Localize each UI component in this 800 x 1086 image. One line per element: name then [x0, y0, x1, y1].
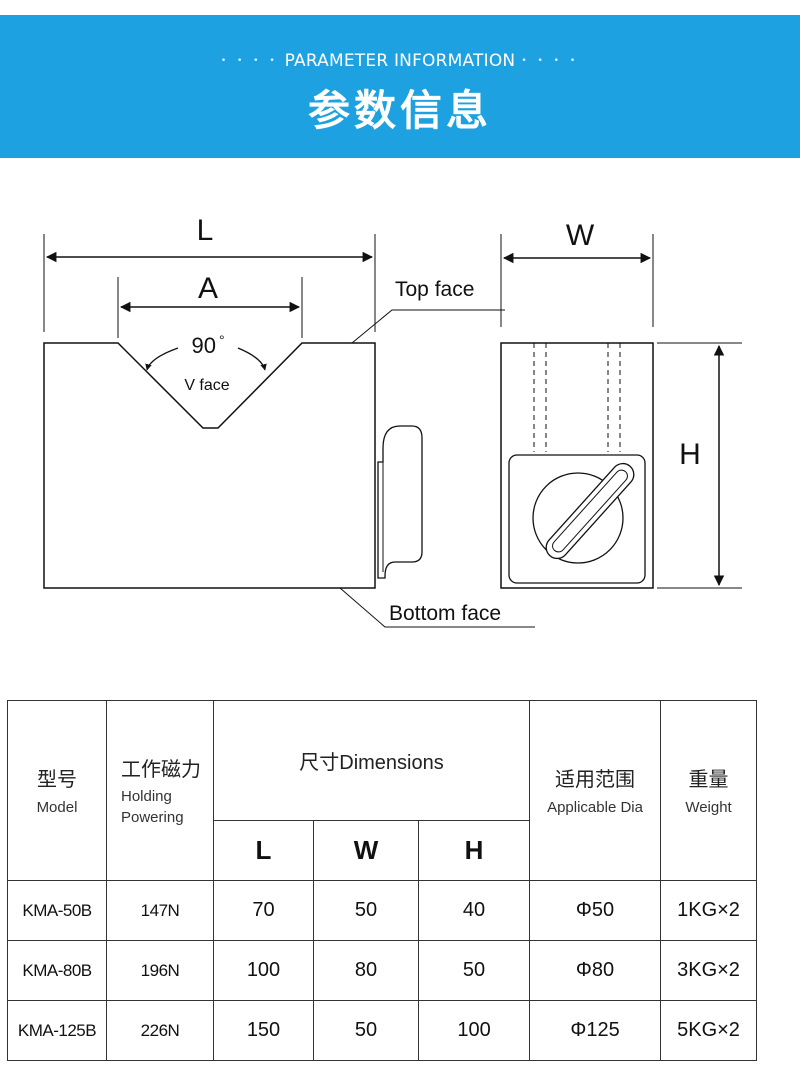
- angle-arc-left: [145, 347, 179, 371]
- angle-value: 90°: [191, 332, 224, 358]
- table-header-row: 型号 Model 工作磁力 Holding Powering 尺寸Dimensi…: [7, 700, 758, 881]
- header-dia-cn: 适用范围: [555, 769, 636, 791]
- header-model: 型号 Model: [7, 700, 107, 881]
- label-H: H: [679, 438, 701, 471]
- banner-title: 参数信息: [307, 86, 492, 135]
- header-dia-en: Applicable Dia: [547, 799, 643, 816]
- label-A: A: [198, 272, 218, 305]
- cell-force: 226N: [106, 1000, 214, 1061]
- header-model-cn: 型号: [37, 769, 77, 791]
- header-weight-cn: 重量: [688, 769, 729, 791]
- front-view: L A 90° V face Top face Bottom face: [43, 214, 535, 628]
- switch-knob-side: [377, 425, 423, 579]
- cell-dia: Φ125: [529, 1000, 662, 1061]
- cell-model: KMA-50B: [7, 880, 107, 941]
- cell-L: 150: [213, 1000, 314, 1061]
- cell-H: 50: [417, 940, 531, 1001]
- header-dimensions-label: 尺寸Dimensions: [299, 752, 444, 774]
- header-W: W: [313, 820, 419, 881]
- cell-dia: Φ80: [529, 940, 662, 1001]
- header-weight-en: Weight: [685, 799, 732, 816]
- header-model-en: Model: [36, 799, 78, 816]
- cell-H: 40: [417, 880, 531, 941]
- v-block-body: [43, 342, 376, 589]
- cell-weight: 5KG×2: [660, 1000, 758, 1061]
- cell-L: 70: [213, 880, 314, 941]
- table-row: KMA-125B 226N 150 50 100 Φ125 5KG×2: [7, 1000, 758, 1061]
- header-force-en-line1: Holding: [121, 788, 172, 805]
- cell-W: 50: [313, 1000, 419, 1061]
- hidden-lines: [533, 343, 621, 452]
- header-H: H: [417, 820, 531, 881]
- header-force-cn: 工作磁力: [121, 759, 201, 781]
- cell-force: 196N: [106, 940, 214, 1001]
- cell-weight: 3KG×2: [660, 940, 758, 1001]
- side-view: W H: [500, 219, 742, 589]
- banner-subtitle: PARAMETER INFORMATION: [284, 51, 516, 71]
- cell-force: 147N: [106, 880, 214, 941]
- header-dimensions: 尺寸Dimensions: [212, 700, 531, 821]
- label-W: W: [566, 219, 595, 252]
- cell-dia: Φ50: [529, 880, 662, 941]
- table-row: KMA-50B 147N 70 50 40 Φ50 1KG×2: [7, 880, 758, 941]
- magnetic-v-block-diagram: L A 90° V face Top face Bottom face W: [43, 214, 742, 628]
- header-force-en: Holding Powering: [121, 786, 213, 828]
- cell-L: 100: [213, 940, 314, 1001]
- top-face-leader: [351, 309, 505, 344]
- v-face-label: V face: [184, 377, 229, 394]
- header-applicable-dia: 适用范围 Applicable Dia: [529, 700, 662, 881]
- header-force-en-line2: Powering: [121, 809, 184, 826]
- cell-H: 100: [417, 1000, 531, 1061]
- parameter-table: 型号 Model 工作磁力 Holding Powering 尺寸Dimensi…: [7, 700, 758, 1061]
- cell-W: 50: [313, 880, 419, 941]
- bottom-face-leader: [339, 587, 535, 628]
- banner-subtitle-row: • • • • PARAMETER INFORMATION • • • •: [0, 51, 800, 71]
- dots-right-decoration: • • • •: [521, 56, 580, 66]
- cell-weight: 1KG×2: [660, 880, 758, 941]
- header-weight: 重量 Weight: [660, 700, 758, 881]
- header-holding-power: 工作磁力 Holding Powering: [106, 700, 214, 881]
- header-banner: • • • • PARAMETER INFORMATION • • • • 参数…: [0, 15, 800, 158]
- cell-W: 80: [313, 940, 419, 1001]
- top-face-label: Top face: [395, 278, 474, 301]
- table-row: KMA-80B 196N 100 80 50 Φ80 3KG×2: [7, 940, 758, 1001]
- cell-model: KMA-125B: [7, 1000, 107, 1061]
- header-L: L: [213, 820, 314, 881]
- cell-model: KMA-80B: [7, 940, 107, 1001]
- switch-handle-icon: [545, 462, 635, 560]
- dots-left-decoration: • • • •: [220, 56, 279, 66]
- label-L: L: [197, 214, 214, 247]
- angle-arc-right: [237, 347, 267, 371]
- bottom-face-label: Bottom face: [389, 602, 501, 625]
- table-subheader-row: L W H: [8, 820, 757, 881]
